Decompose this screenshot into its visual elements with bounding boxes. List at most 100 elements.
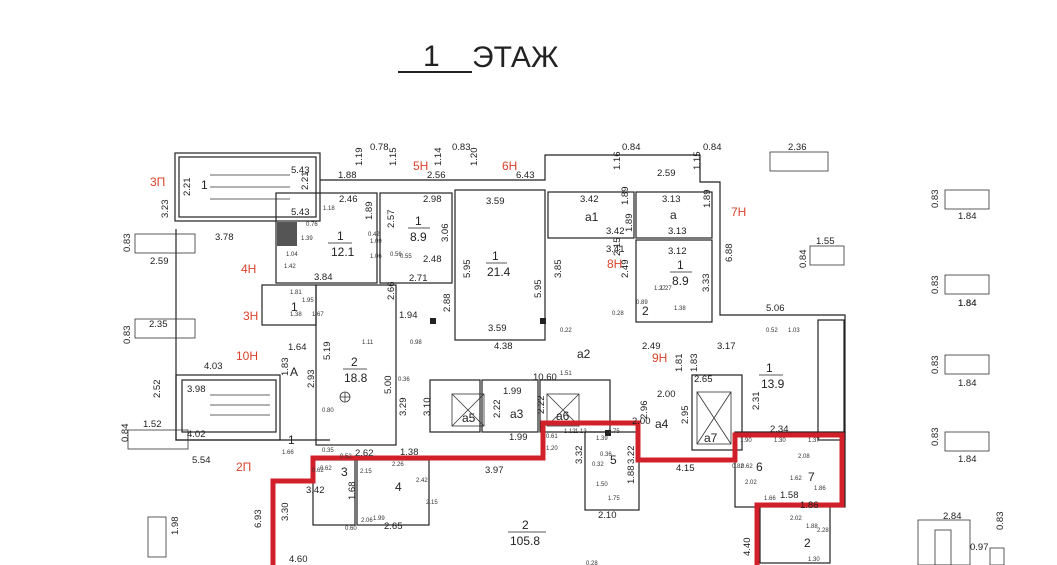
section-label: 10Н (236, 349, 258, 363)
small-dimension-mark: 1.90 (740, 438, 752, 444)
section-label: 8Н (607, 257, 622, 271)
dimension-label: 3.97 (485, 465, 504, 476)
dimension-label: 2.93 (306, 370, 317, 389)
room-number: a1 (585, 210, 599, 224)
room-area: 21.4 (487, 265, 511, 279)
dimension-label: 3.42 (580, 194, 599, 205)
room-number: a5 (462, 411, 476, 425)
room-number: 1 (677, 258, 684, 272)
dimension-label: 0.83 (930, 276, 941, 295)
room-number: 2 (522, 518, 529, 532)
small-dimension-mark: 1.42 (284, 264, 296, 270)
dimension-label: 0.78 (370, 142, 389, 153)
dimension-label: 0.84 (622, 142, 641, 153)
small-dimension-mark: 1.20 (546, 446, 558, 452)
dimension-label: 2.49 (620, 260, 631, 279)
dimension-label: 1.94 (399, 310, 418, 321)
dimension-label: 5.95 (462, 260, 473, 279)
dimension-label: 1.99 (509, 432, 528, 443)
section-label: 7Н (731, 205, 746, 219)
dimension-label: 2.00 (657, 389, 676, 400)
dimension-label: 2.84 (943, 511, 962, 522)
small-dimension-mark: 1.37 (808, 438, 820, 444)
room-number: a (670, 208, 677, 222)
small-dimension-mark: 1.09 (370, 239, 382, 245)
dimension-label: 0.97 (970, 542, 989, 553)
small-marks: 0.761.181.041.391.421.811.381.661.671.09… (282, 206, 829, 565)
small-dimension-mark: 1.62 (790, 476, 802, 482)
walls (174, 152, 846, 564)
small-dimension-mark: 1.67 (312, 312, 324, 318)
small-dimension-mark: 1.99 (373, 516, 385, 522)
dimension-label: 2.31 (751, 392, 762, 411)
dimension-label: 1.89 (702, 190, 713, 209)
small-dimension-mark: 0.62 (320, 466, 332, 472)
small-dimension-mark: 0.52 (766, 328, 778, 334)
small-dimension-mark: 0.55 (400, 254, 412, 260)
dimension-label: 2.65 (694, 374, 713, 385)
small-dimension-mark: 0.98 (410, 340, 422, 346)
dimension-label: 3.23 (160, 200, 171, 219)
small-dimension-mark: 1.51 (560, 371, 572, 377)
small-dimension-mark: 0.60 (345, 526, 357, 532)
room-number: 6 (756, 460, 763, 474)
room-number: 7 (808, 470, 815, 484)
dimension-label: 2.46 (339, 194, 358, 205)
small-dimension-mark: 0.28 (586, 561, 598, 565)
dimension-label: 6.93 (253, 510, 264, 529)
small-dimension-mark: 1.75 (608, 496, 620, 502)
dimension-label: 1.89 (364, 202, 375, 221)
floor-number: 1 (423, 40, 440, 73)
room-number: 1 (415, 214, 422, 228)
room-number: 2 (642, 304, 649, 318)
room-area: 13.9 (761, 377, 785, 391)
dimension-label: 5.43 (291, 207, 310, 218)
room-number: a2 (577, 347, 591, 361)
dimension-label: 2.57 (386, 210, 397, 229)
small-dimension-mark: 0.56 (390, 252, 402, 258)
dimension-label: 4.15 (676, 463, 695, 474)
small-dimension-mark: 2.15 (360, 469, 372, 475)
dimension-label: 3.59 (486, 196, 505, 207)
room-area: 8.9 (410, 230, 427, 244)
dimension-label: 1.99 (503, 386, 522, 397)
small-dimension-mark: 0.28 (612, 311, 624, 317)
dimension-label: 2.48 (423, 254, 442, 265)
dimension-label: 5.06 (766, 303, 785, 314)
dimension-label: 2.22 (492, 400, 503, 419)
small-dimension-mark: 1.12 (564, 429, 576, 435)
small-dimension-mark: 1.81 (290, 290, 302, 296)
dimension-label: 1.68 (347, 482, 358, 501)
small-dimension-mark: 0.22 (560, 328, 572, 334)
dimension-label: 0.83 (930, 356, 941, 375)
dimension-label: 3.33 (701, 274, 712, 293)
small-dimension-mark: 1.75 (608, 429, 620, 435)
dimension-label: 3.12 (668, 246, 687, 257)
dimension-label: 0.83 (995, 512, 1006, 531)
dimension-label: 1.52 (143, 419, 162, 430)
dimension-label: 1.84 (958, 454, 977, 465)
section-labels: 3П 4Н 3Н 10Н 2П 5Н 6Н 7Н 8Н 9Н (150, 159, 746, 474)
dimension-label: 0.84 (798, 250, 809, 269)
dimension-label: 1.83 (689, 354, 700, 373)
small-dimension-mark: 0.76 (306, 222, 318, 228)
dimension-label: 1.84 (958, 298, 977, 309)
small-dimension-mark: 0.62 (312, 468, 324, 474)
dimension-label: 3.41 (606, 244, 625, 255)
room-number: a4 (655, 417, 669, 431)
dimension-label: 1.20 (469, 148, 480, 167)
dimension-label: 4.60 (289, 554, 308, 565)
section-label: 6Н (502, 159, 517, 173)
dimension-label: 1.15 (692, 152, 703, 171)
dimension-label: 3.78 (215, 232, 234, 243)
small-dimension-mark: 1.30 (774, 438, 786, 444)
dimension-label: 2.10 (598, 510, 617, 521)
dimension-label: 3.29 (398, 398, 409, 417)
dimension-label: 0.83 (930, 428, 941, 447)
small-dimension-mark: 1.50 (596, 482, 608, 488)
room-number: 1 (337, 229, 344, 243)
small-dimension-mark: 1.04 (286, 252, 298, 258)
small-dimension-mark: 1.38 (674, 306, 686, 312)
small-dimension-mark: 1.86 (814, 486, 826, 492)
small-dimension-mark: 0.89 (636, 300, 648, 306)
